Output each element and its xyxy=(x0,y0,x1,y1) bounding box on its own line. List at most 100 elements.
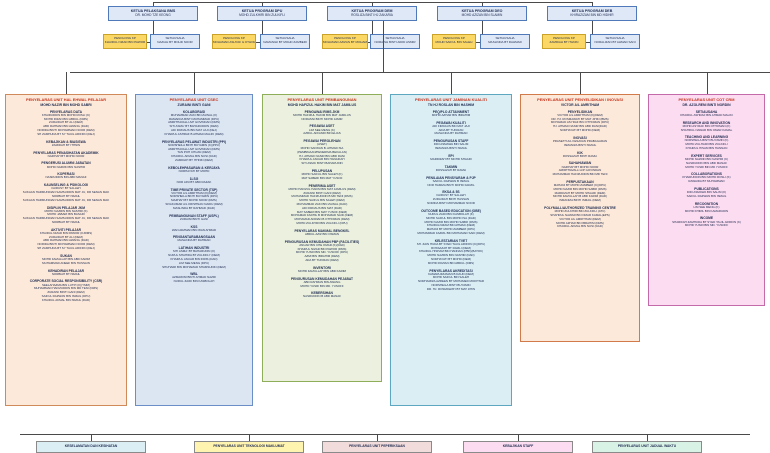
second-box-name: MOHAMAD AZIZAN BT MOHAMED MOKHTAR xyxy=(323,39,367,44)
section-member: VICTOR A/L AMRITHAM (K)(DEM) xyxy=(557,112,603,117)
section-member: NORIDA BINTI MOHAMMAD NOOR (DEM) xyxy=(37,242,95,247)
section-title: SAHAHIAWAN xyxy=(568,161,592,166)
section-member: MOHD JABARI BIN BASARI xyxy=(47,212,85,217)
section-member: SUKAAN HARMUNDIAN SAMSUDDIN MAT JU, DR S… xyxy=(22,216,110,221)
section-member: MAHANI BT MOHD ZAMBERI (K)(DPU) xyxy=(553,183,607,188)
section-title: PENYELARAS AKREDITASI xyxy=(429,268,473,273)
section-title: SETIAUSAHA xyxy=(695,109,718,114)
column-drop-line xyxy=(580,72,581,94)
section-title: PENYELARAS MAKMAL BENGKEL xyxy=(294,228,350,233)
section-member: ROSSAZAH BT RAMLI (DEM) xyxy=(431,245,471,250)
section-member: NORASNI BINTI MOHD JAMIR xyxy=(301,116,343,121)
section-member: MASLINDA BT RAHMAD (DAD) xyxy=(173,205,215,210)
section-member: ABD RAHMAN BIN AWANG (DAD) xyxy=(43,124,89,129)
section-member: WAN ADZMAN BIN WAN AHMAD xyxy=(171,227,217,232)
bottom-box-2: PENYELARAS UNIT TEKNOLOGI MAKLUMAT xyxy=(194,441,304,453)
section-member: MOHD ZULKHIRI BIN ZULKIFLI (ATC) xyxy=(554,209,606,214)
section-member: KHAIRUL ANUAR BIN IDRIS (DAD) xyxy=(170,256,218,261)
section-title: PENYELARAS PENASIHATAN AKADEMIK xyxy=(33,150,99,155)
column-header: PENYELARAS UNIT PEMBANGUNAN xyxy=(287,97,357,102)
bottom-drop-line xyxy=(377,434,378,441)
section-title: KEHADIRAN PELAJAR xyxy=(47,268,85,273)
section-member: SAIFUL RAZWAN BIN ISMAIL (DPU) xyxy=(41,293,91,298)
section-member: MUHAMMAD ZAKI BIN ZAINAL (K) xyxy=(170,112,218,117)
top-box-name: KHIRAZIZAM BIN MD HIDHIR xyxy=(570,13,614,18)
second-box-name: NORAISH BINTI AIDID ASMIR xyxy=(374,39,416,44)
section-member: ROSSAZAH BT RAMLI xyxy=(435,167,467,172)
second-box-name: MOHAMAD ASHYAF & OTHOMAN xyxy=(213,39,256,44)
section-member: ZAMIDAH BT ITHNIN (DEM) xyxy=(175,157,213,162)
section-member: MOHD KHIRIL BIN KAMARUDIN xyxy=(684,208,729,213)
section-member: SHAHRUL NAWAR BIN OMAR KAMAL(EPS) xyxy=(550,212,610,217)
column-connector-line xyxy=(70,72,770,73)
bottom-drop-line xyxy=(518,434,519,441)
bottom-box-1: KESELAMATAN DAN KESIHATAN xyxy=(36,441,146,453)
section-member: ADA BT TUKIRAN (DEM) xyxy=(305,257,339,262)
section-member: MARDIZAH BT MOHD SHAARI xyxy=(430,156,472,161)
section-member: MOHD NAZIR BIN MOHD SABRI (DMS) xyxy=(424,219,478,224)
section-title: RECOGNITION xyxy=(694,201,719,206)
section-member: AZMI BIN IBRAHIM (DEM) xyxy=(304,254,340,259)
bottom-drop-line xyxy=(647,434,648,441)
section-member: NOR AINI BT ABD RAZAK xyxy=(176,179,212,184)
section-member: MUHAMMAD ZAKI BIN ZAINAL (DAD) xyxy=(296,202,348,207)
section-member: MARDIZAH BT MOHD SHAARI (DEM) xyxy=(554,190,606,195)
section-member: MOHD NAZRIN BIN NASHIR (K) xyxy=(684,156,729,161)
top-box-title: KETUA PROGRAM DEB xyxy=(571,9,613,13)
section-member: SEELAHAZMA BIN LUTPI (K)(YMM) xyxy=(42,282,90,287)
section-3: PEGAWAI PEROLEHAN(ASET)MOHD SAFWAN B. AH… xyxy=(263,139,381,166)
section-title: PENGAWAI RIMS JKM xyxy=(304,109,340,114)
section-title: PEGAWAI ASET xyxy=(309,124,335,129)
top-box-title: KETUA PROGRAM DEO xyxy=(461,9,503,13)
section-member: MOHD NAZIR BIN MOHD SABRI (DMS) xyxy=(553,186,607,191)
section-member: KHAIRUL AKMAL BIN NUSI (DAD) xyxy=(171,154,217,159)
section-title: PENGURUSAN KEMUDAHAN PBP (FACILITIES) xyxy=(284,239,360,244)
section-member: NORBIAH BT ISMAIL xyxy=(51,193,81,198)
second-box-title: SETIAUSAHA xyxy=(385,36,405,40)
top-to-second-line xyxy=(592,21,593,35)
second-box-title: SETIAUSAHA xyxy=(165,36,185,40)
section-member: SHAHRUL NAWAR BIN OMAR KAMAL xyxy=(680,127,733,132)
section-member: KHAIRUDDIN BIN MOHD ROSLI (K) xyxy=(682,175,731,180)
column-drop-line xyxy=(451,72,452,94)
section-member: AZRUL AFFANDI BIN ELIAS xyxy=(303,131,341,136)
section-member: SITI ASMA' BINTI BAHARUDIN xyxy=(301,161,343,166)
section-member: NORIDA BINTI MOHAMMAD NOOR (DEM) xyxy=(37,128,95,133)
section-title: PENGURUSAN KEMUDAHAN PEJABAT xyxy=(290,276,354,281)
section-member: KHAIRUL NIZAD BIN PAWOR (DMS) xyxy=(297,246,347,251)
section-member: MASLINDA BT RAHMAD xyxy=(434,131,468,136)
section-title: PENGERUSI ALUMNI JABATAN xyxy=(41,161,91,166)
bottom-box-label: PENYELARAS UNIT JADUAL WAKTU xyxy=(617,444,677,448)
section-member: ADI FIRDAUS BIN MAT JAJI (DEJ) xyxy=(171,128,217,133)
section-member: KHAIRUDDIN BIN MOHD ROSLI (K) xyxy=(41,112,91,117)
section-title: KSS xyxy=(190,224,198,229)
second-box-title: PENOLONG KP xyxy=(334,36,356,40)
section-member: NASRUDDIN BIN ABD MANAF xyxy=(45,175,87,180)
section-title: LATIHAN INDUSTRI xyxy=(178,246,210,251)
column-subheader: MOHD HAFIZUL HAKIM BIN MAT JAMILUS xyxy=(287,102,357,107)
section-title: OUTCOME BASED EDUCATION (OBE) xyxy=(421,208,481,213)
column-header: PENYELARAS UNIT COT CRM xyxy=(678,97,735,102)
section-title: 1LSG xyxy=(189,176,199,181)
section-member: MUHAMMAD HAFIZUDDIN BIN MD TENI xyxy=(552,172,608,177)
top-drop-line xyxy=(482,2,483,6)
section-member: LIM SEE MENG (DPU) xyxy=(178,260,210,265)
section-title: KOPERASI xyxy=(57,172,75,177)
